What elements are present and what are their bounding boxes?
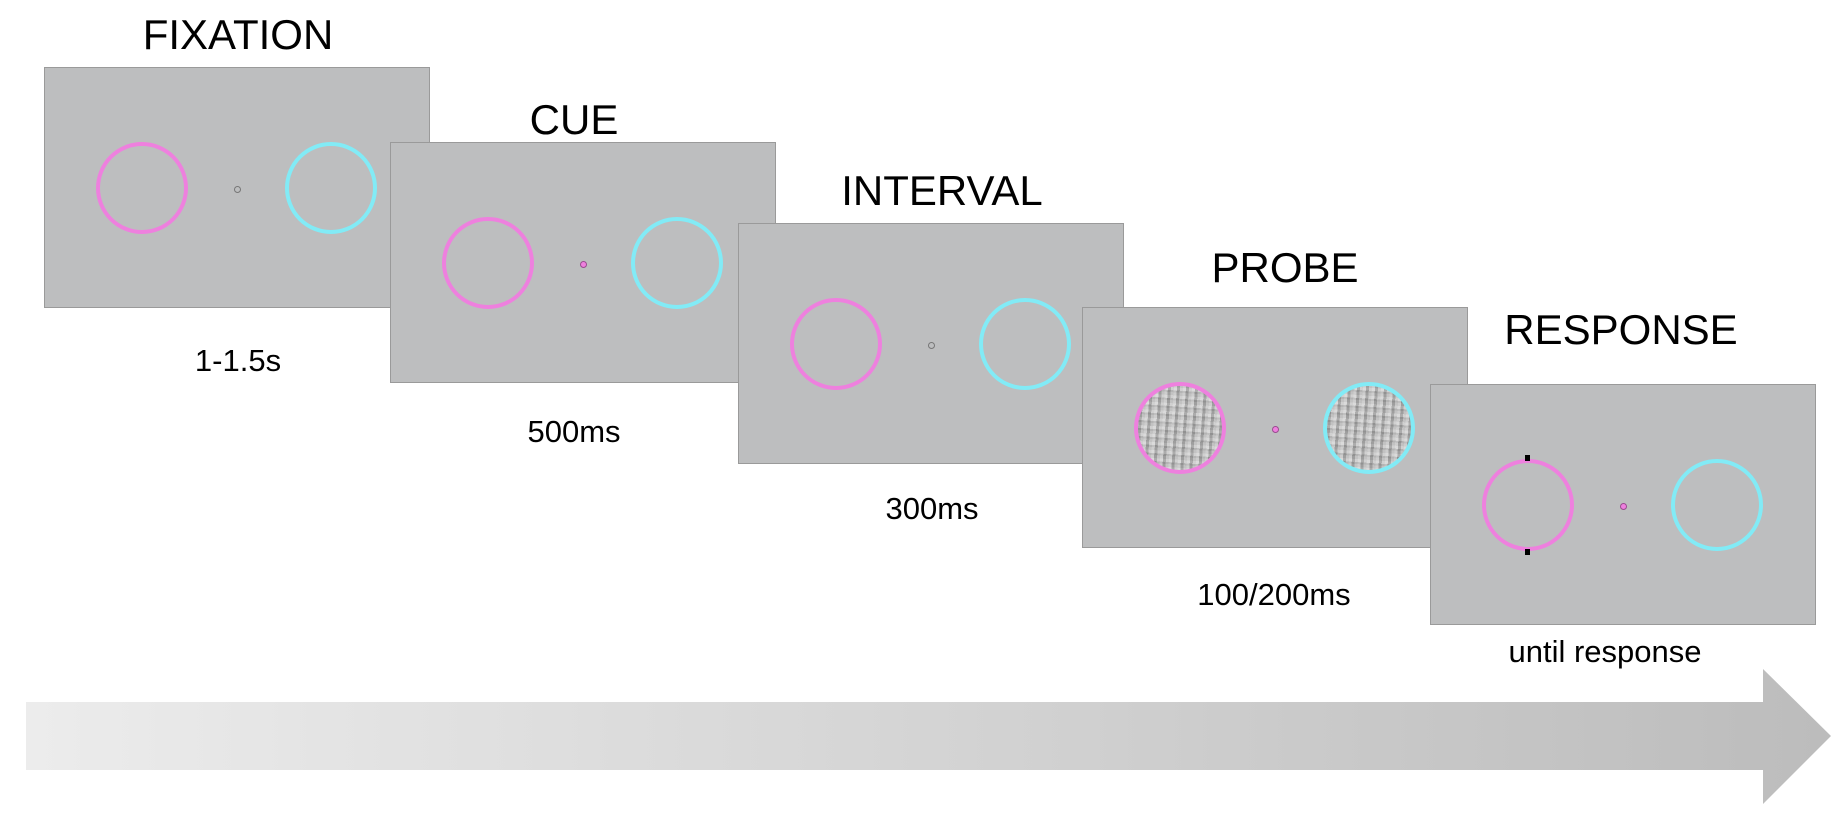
cyan-ring [979,298,1071,390]
stage-title-response: RESPONSE [1504,306,1738,353]
pink-ring-noise-patch [1134,382,1226,474]
stage-duration-interval: 300ms [885,491,979,526]
pink-ring [96,142,188,234]
cyan-ring [285,142,377,234]
cue-dot-pink [1620,503,1627,510]
stage-duration-cue: 500ms [527,414,621,449]
cue-dot-pink [580,261,587,268]
pink-ring [442,217,534,309]
stage-duration-probe: 100/200ms [1197,577,1351,612]
cue-dot-pink [1272,426,1279,433]
cyan-ring [631,217,723,309]
stage-title-probe: PROBE [1211,244,1359,291]
stage-duration-response: until response [1508,634,1702,669]
screen-response [1430,384,1816,625]
cyan-ring [1671,459,1763,551]
screen-fixation [44,67,430,308]
stage-duration-fixation: 1-1.5s [194,343,282,378]
fixation-dot [928,342,935,349]
time-arrow-icon [26,669,1831,804]
response-tick-bottom [1525,549,1530,555]
screen-cue [390,142,776,383]
stage-title-interval: INTERVAL [841,167,1043,214]
pink-ring [1482,455,1574,555]
response-tick-top [1525,455,1530,461]
screen-probe [1082,307,1468,548]
screen-interval [738,223,1124,464]
pink-ring [790,298,882,390]
fixation-dot [234,186,241,193]
stage-title-cue: CUE [529,96,619,143]
cyan-ring-noise-patch [1323,382,1415,474]
stage-title-fixation: FIXATION [142,11,334,58]
